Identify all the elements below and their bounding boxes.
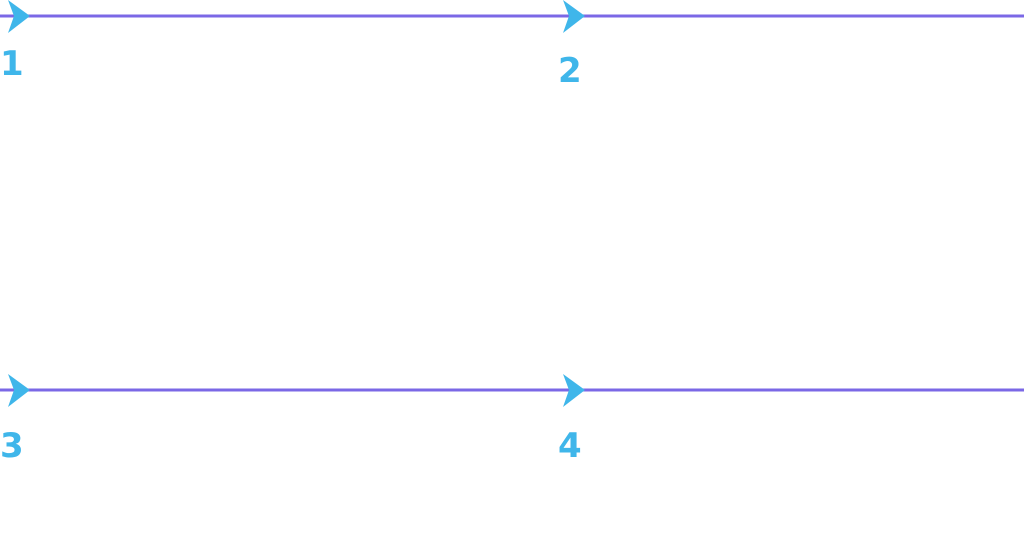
step-1-arrow-icon [8, 0, 30, 33]
step-4-label: 4 [558, 426, 582, 466]
step-3-label: 3 [0, 426, 24, 466]
step-3-arrow-icon [8, 374, 30, 407]
step-4-arrow-icon [563, 374, 585, 407]
step-1-label: 1 [0, 44, 24, 84]
step-2-arrow-icon [563, 0, 585, 33]
step-2-label: 2 [558, 51, 582, 91]
